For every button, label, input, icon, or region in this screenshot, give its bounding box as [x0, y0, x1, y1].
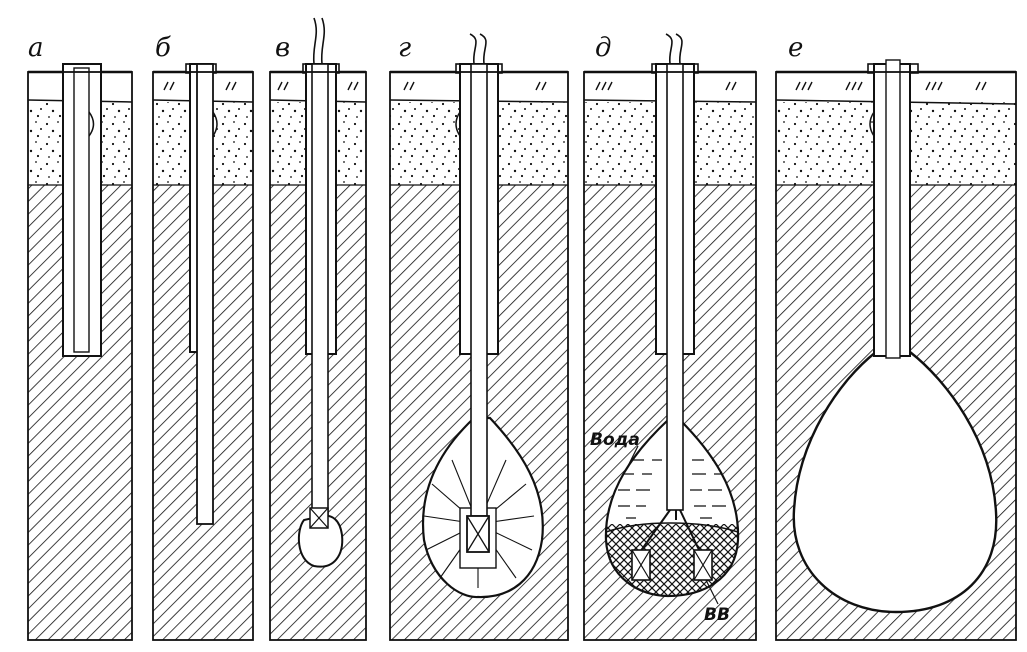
- inner-tube: [470, 63, 488, 517]
- charge-box-left-cross: [631, 549, 651, 581]
- charge-branches: [639, 509, 701, 553]
- turf-marks: [403, 81, 547, 91]
- turf-marks: [795, 81, 987, 91]
- turf-marks: [595, 81, 737, 91]
- explosive-label: ВВ: [704, 605, 730, 625]
- panel-frame: [269, 71, 367, 641]
- panel-letter: в: [275, 33, 290, 63]
- panel-g: г: [389, 33, 569, 641]
- panel-e: е: [775, 33, 1017, 641]
- inner-pipe: [73, 67, 90, 353]
- packer: [88, 111, 95, 137]
- packer: [455, 111, 461, 137]
- water-leader-line: [625, 445, 639, 471]
- inner-tube: [311, 63, 329, 517]
- panel-frame: [583, 71, 757, 641]
- panel-d: д Вода ВВ: [583, 33, 757, 641]
- panel-frame: [152, 71, 254, 641]
- drill-rod: [196, 63, 214, 525]
- turf-marks: [163, 81, 237, 91]
- inner-tube: [666, 63, 684, 511]
- panel-frame: [27, 71, 133, 641]
- water-explosive-interface: [605, 522, 739, 533]
- panel-frame: [389, 71, 569, 641]
- charge-box-right-cross: [693, 549, 713, 581]
- charge-box-cross: [309, 507, 329, 529]
- panel-letter: е: [788, 33, 803, 63]
- packer: [212, 111, 218, 137]
- panel-letter: д: [595, 33, 611, 63]
- water-fill: [618, 459, 726, 519]
- large-cavity: [792, 350, 998, 614]
- panel-letter: г: [398, 33, 411, 63]
- panel-b: б: [152, 33, 254, 641]
- packer: [869, 111, 875, 137]
- panel-frame: [775, 71, 1017, 641]
- water-label: Вода: [590, 430, 640, 450]
- detonator-wires: [312, 17, 326, 65]
- panel-letter: а: [28, 33, 44, 63]
- explosive-leader-line: [705, 579, 719, 605]
- turf-marks: [277, 81, 359, 91]
- panel-letter: б: [155, 33, 171, 63]
- inner-pipe: [885, 59, 901, 359]
- detonator-wires: [665, 33, 683, 65]
- panel-a: а: [27, 33, 133, 641]
- detonator-wires: [469, 33, 487, 65]
- charge-box-cross: [466, 515, 490, 553]
- panel-v: в: [269, 17, 367, 641]
